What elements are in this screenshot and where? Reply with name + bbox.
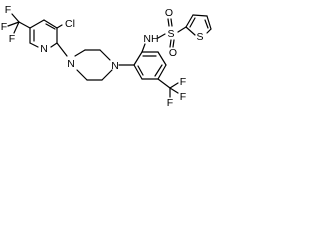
molecule-svg: F F F Cl N N N NH S O O S F F F <box>1 4 212 109</box>
bond <box>137 65 144 76</box>
atom-label-f: F <box>180 76 186 88</box>
bond <box>133 51 143 66</box>
bond <box>29 42 39 48</box>
bond <box>99 49 111 61</box>
bond <box>206 28 212 34</box>
bond <box>169 87 179 94</box>
atom-label-f: F <box>9 33 15 45</box>
bond <box>169 82 179 89</box>
bond <box>56 42 68 57</box>
bond <box>13 21 20 34</box>
bond <box>18 21 31 29</box>
atom-label-o-top: O <box>165 7 173 19</box>
bond <box>133 64 143 80</box>
bond <box>74 49 86 57</box>
bond <box>29 19 45 29</box>
atom-label-f: F <box>180 91 186 103</box>
atom-label-thiophene-s: S <box>196 31 203 43</box>
bonds <box>7 13 212 98</box>
atom-label-nh: NH <box>143 33 158 45</box>
chemical-structure-diagram: F F F Cl N N N NH S O O S F F F <box>0 0 223 145</box>
bond <box>167 18 170 27</box>
bond <box>204 19 209 29</box>
bond <box>169 39 172 48</box>
atom-label-cl: Cl <box>65 18 75 30</box>
bond <box>141 43 146 53</box>
atom-label-piperazine-n2: N <box>111 60 119 72</box>
bond <box>170 18 173 27</box>
bond <box>43 19 58 29</box>
bond <box>157 51 167 66</box>
bond <box>50 42 58 48</box>
atom-label-f: F <box>167 97 173 109</box>
bond <box>192 14 208 17</box>
atom-label-f: F <box>1 21 7 33</box>
bond <box>206 15 212 30</box>
bond <box>76 69 88 81</box>
bond <box>189 17 196 28</box>
atom-label-f: F <box>5 4 11 16</box>
atom-label-piperazine-n1: N <box>67 58 75 70</box>
bond <box>101 69 113 81</box>
bond <box>177 26 187 33</box>
bond <box>45 23 56 30</box>
bond <box>185 14 194 28</box>
bond <box>157 33 166 39</box>
atom-label-o-bottom: O <box>169 47 177 59</box>
bond <box>154 64 163 77</box>
bond <box>7 21 20 27</box>
bond <box>11 13 20 23</box>
bond <box>172 39 175 48</box>
bond <box>157 78 171 89</box>
atom-labels: F F F Cl N N N NH S O O S F F F <box>1 4 204 109</box>
bond <box>185 26 196 36</box>
atom-label-pyridine-n: N <box>40 43 48 55</box>
atom-label-sulfonyl-s: S <box>167 28 174 40</box>
bond <box>56 24 63 29</box>
bond <box>157 64 167 80</box>
